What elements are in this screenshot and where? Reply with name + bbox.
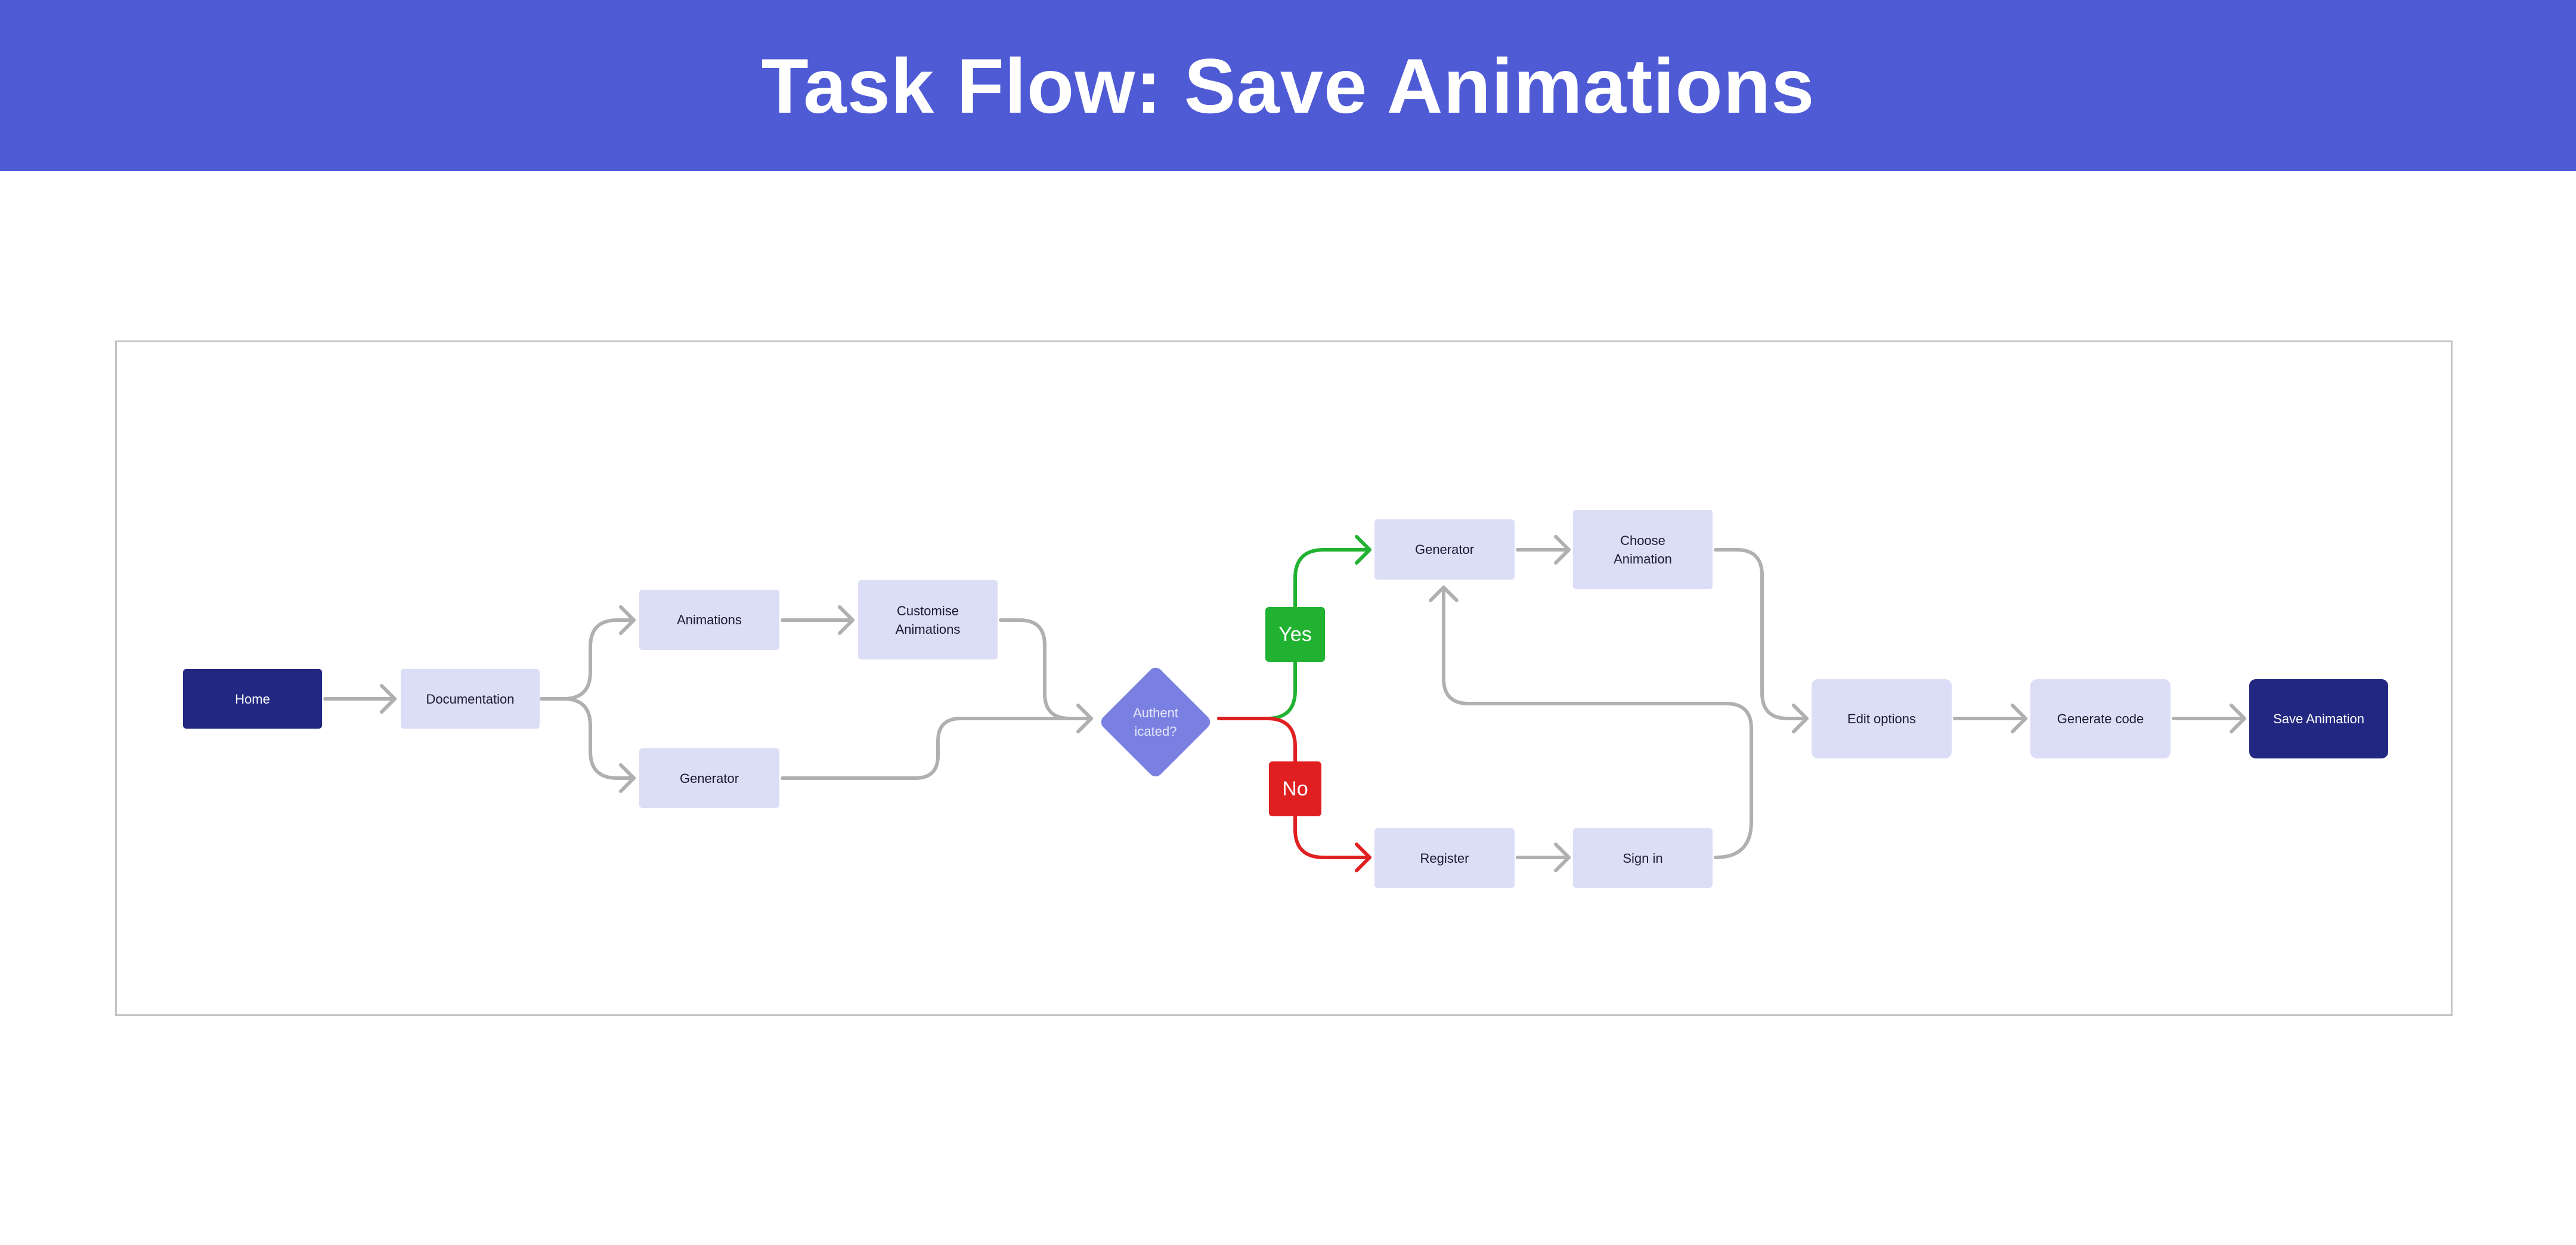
arrowhead	[1355, 535, 1371, 565]
connector-generator-decision	[781, 717, 1093, 780]
connector-documentation-generator	[540, 697, 636, 780]
node-sign-in: Sign in	[1573, 828, 1713, 888]
arrowhead	[2230, 704, 2246, 733]
header-banner: Task Flow: Save Animations	[0, 0, 2576, 171]
node-animations: Animations	[639, 590, 779, 650]
no-badge: No	[1269, 761, 1321, 816]
node-customise-animations: Customise Animations	[858, 580, 998, 659]
node-generator-upper: Generator	[1374, 519, 1515, 580]
arrowhead	[1554, 535, 1571, 565]
arrowhead	[1355, 843, 1371, 872]
node-documentation: Documentation	[401, 669, 540, 729]
connector-choose-editoptions	[1714, 548, 1809, 720]
arrowhead	[838, 605, 854, 635]
decision-label: Authent icated?	[1133, 705, 1178, 739]
node-register: Register	[1374, 828, 1515, 888]
connector-signin-generator	[1442, 586, 1753, 859]
arrowhead	[380, 684, 397, 714]
page-title: Task Flow: Save Animations	[761, 42, 1815, 129]
yes-badge: Yes	[1265, 607, 1325, 662]
arrowhead	[619, 605, 636, 635]
node-generate-code: Generate code	[2030, 679, 2171, 758]
node-home: Home	[183, 669, 322, 729]
arrowhead	[2011, 704, 2027, 733]
arrowhead	[1554, 843, 1571, 872]
node-choose-animation: Choose Animation	[1573, 510, 1713, 589]
node-save-animation: Save Animation	[2249, 679, 2388, 758]
decision-authenticated: Authent icated?	[1098, 664, 1213, 780]
arrowhead	[1429, 586, 1459, 602]
arrowhead	[1792, 704, 1809, 733]
node-edit-options: Edit options	[1812, 679, 1952, 758]
node-generator-lower: Generator	[639, 748, 779, 808]
arrowhead	[619, 763, 636, 793]
connector-documentation-animations	[540, 618, 636, 701]
